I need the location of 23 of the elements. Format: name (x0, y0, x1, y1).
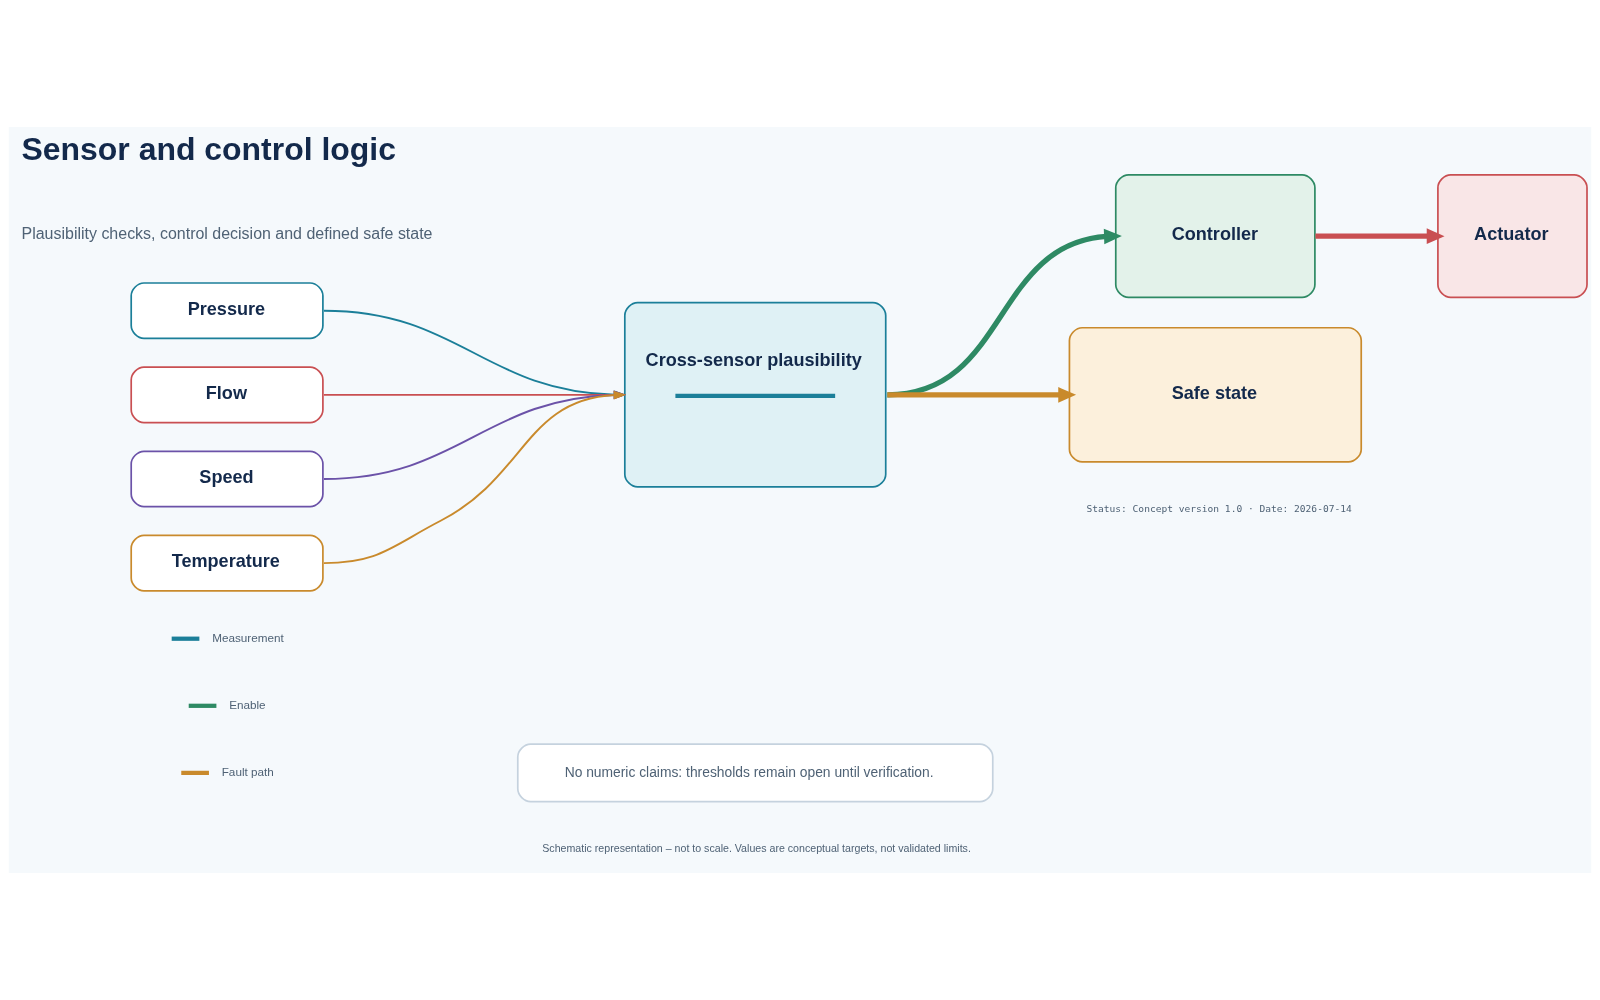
label: Status: Concept version 1.0 · Date: 2026-07-14 (1086, 503, 1352, 515)
diagram-title: Sensor and control logic (21, 131, 396, 168)
label: Plausibility checks, control decision and defined safe state (21, 224, 433, 242)
node-box: Controller (1114, 174, 1316, 299)
node-box: Temperature (130, 534, 324, 592)
arrow (323, 309, 627, 400)
node-box: No numeric claims: thresholds remain open until verification. (516, 743, 994, 803)
legend-label: Measurement (212, 630, 284, 644)
arrow (323, 390, 627, 480)
node-box: Flow (130, 366, 324, 424)
arrow (1315, 228, 1445, 244)
label: Schematic representation – not to scale. Values are conceptual targets, not validated limits. (542, 842, 971, 855)
node-box: Pressure (130, 282, 324, 340)
arrow (887, 228, 1122, 398)
arrow (887, 387, 1077, 403)
legend-label: Fault path (221, 764, 274, 778)
node-box: Actuator (1437, 174, 1588, 299)
legend-label: Enable (229, 697, 266, 711)
node-box: Cross-sensor plausibility (623, 301, 887, 488)
node-box: Safe state (1068, 326, 1363, 463)
node-box: Speed (130, 450, 324, 508)
arrow (323, 390, 627, 565)
arrow (323, 390, 627, 400)
